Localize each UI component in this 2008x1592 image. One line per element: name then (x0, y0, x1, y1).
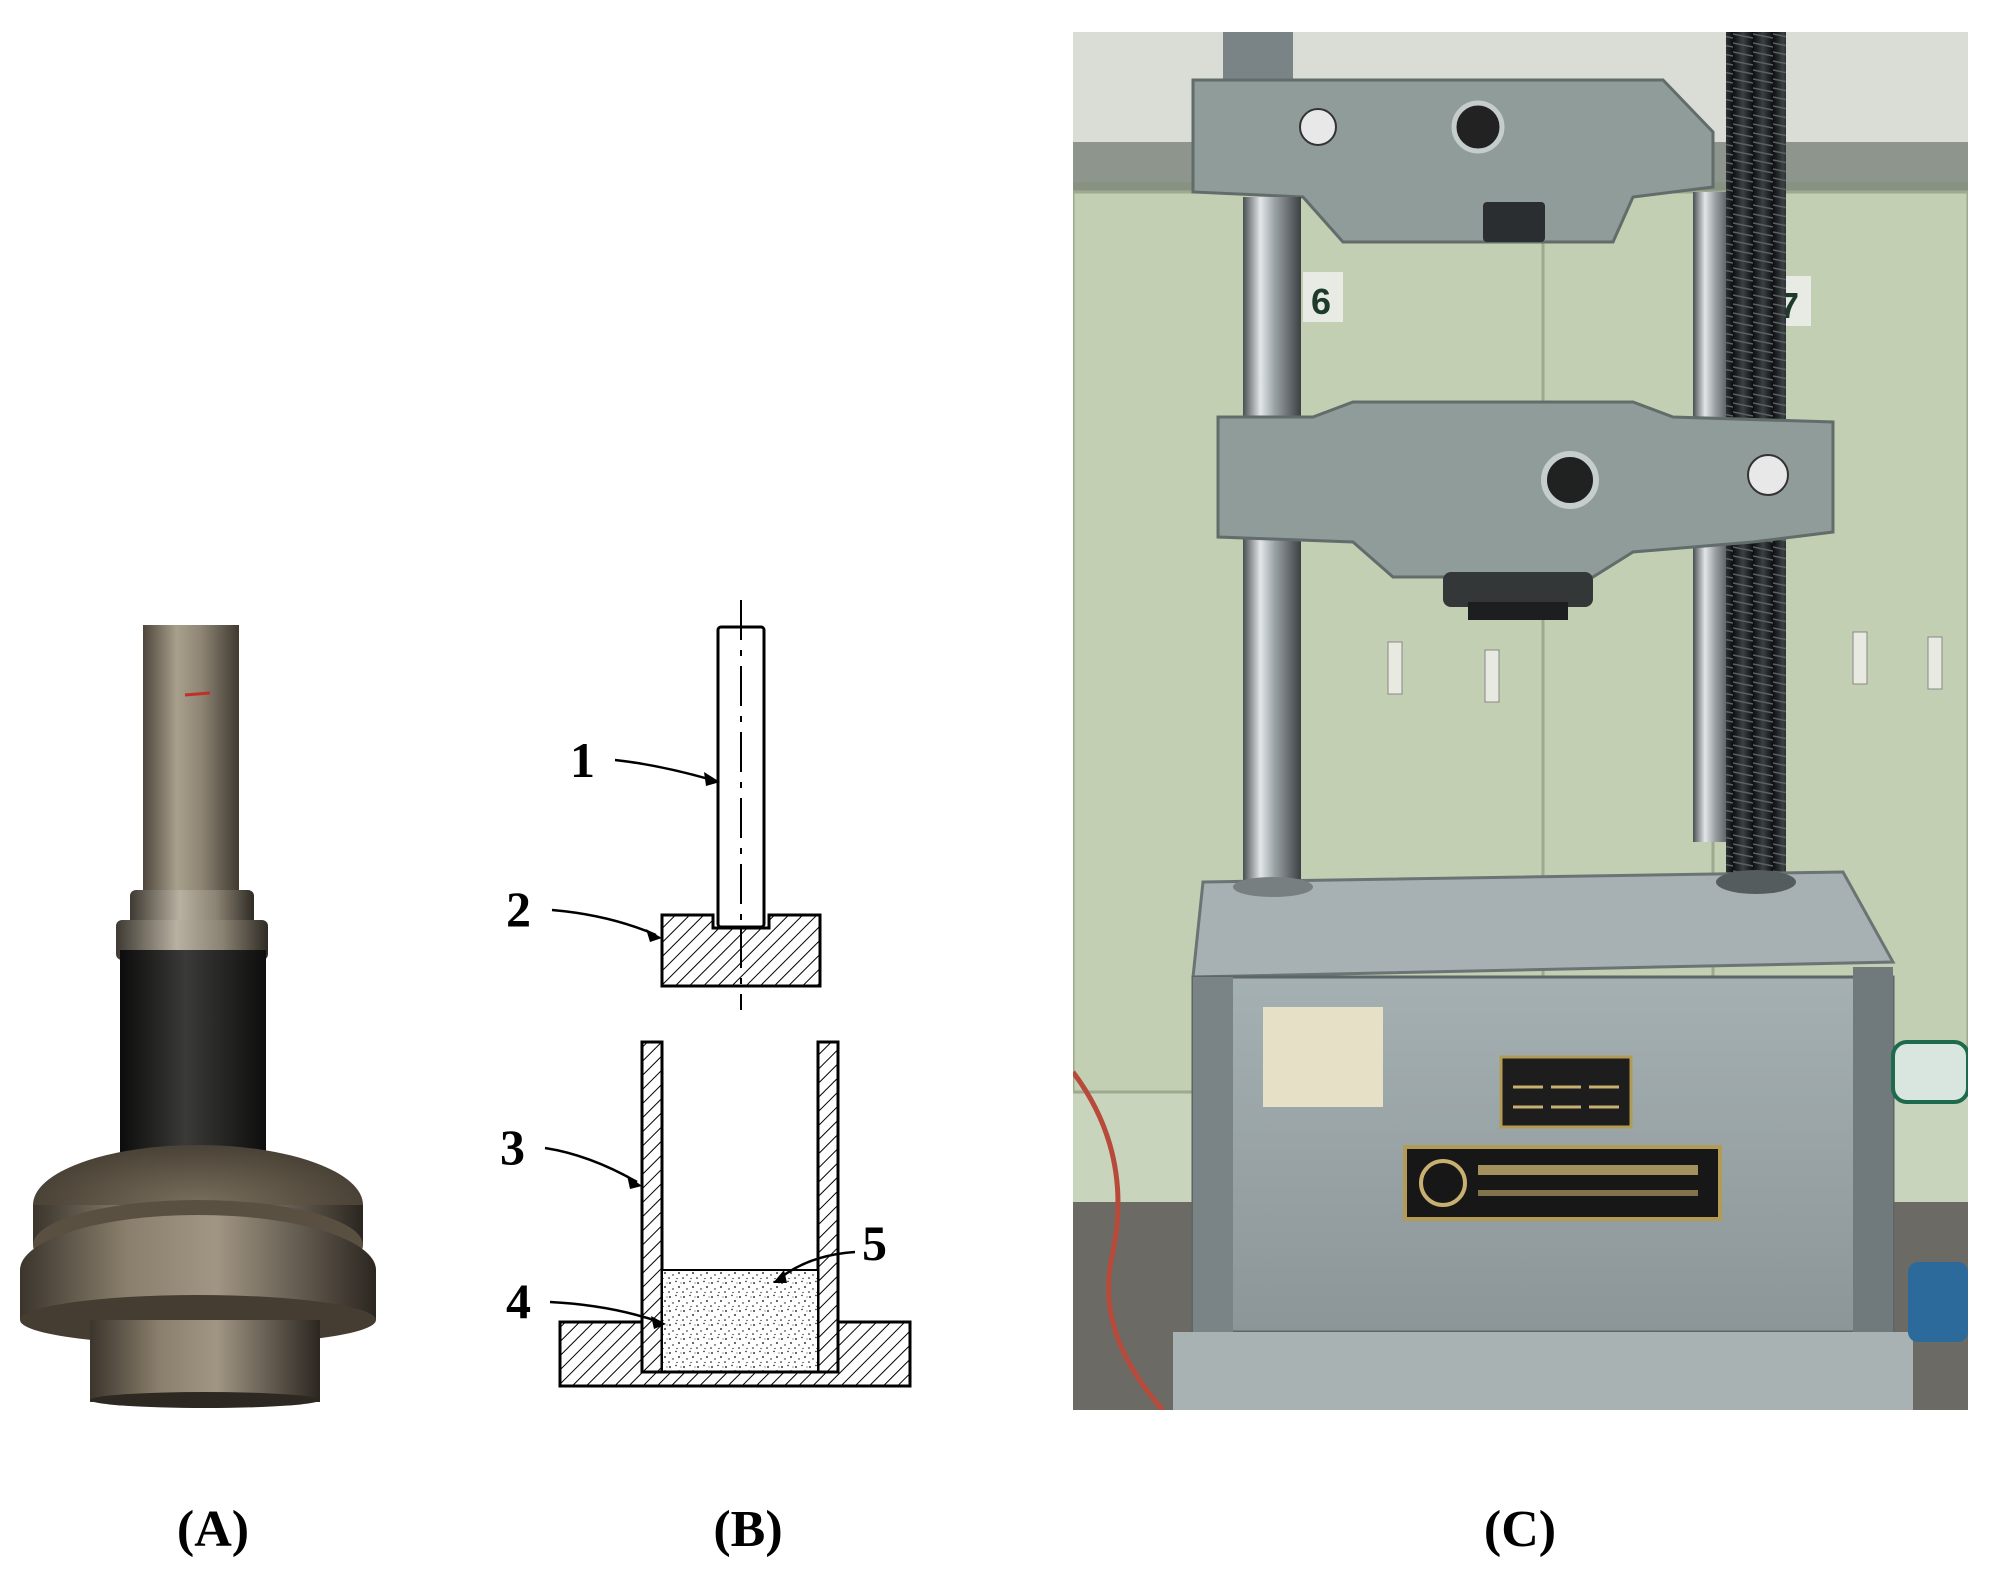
caption-a: (A) (176, 1501, 250, 1558)
red-mark (184, 691, 211, 697)
leader-lines (544, 758, 856, 1324)
black-sleeve (120, 950, 266, 1180)
label-4: 4 (506, 1273, 531, 1329)
punch-rod (143, 625, 239, 925)
middle-crosshead (1216, 400, 1835, 620)
cabinet-handles (1387, 631, 1943, 703)
cabinet-number-6: 6 (1303, 272, 1343, 322)
left-pillar (1243, 197, 1301, 932)
leader-arrowheads (627, 772, 787, 1329)
schematic-b: 1 2 3 4 5 (500, 600, 912, 1388)
cable (1073, 1070, 1165, 1410)
svg-text:6: 6 (1311, 281, 1331, 322)
machine-base (1173, 870, 1913, 1410)
sample-part (661, 1269, 819, 1373)
base-cylinder (90, 1320, 320, 1402)
side-bin (1908, 1262, 1968, 1342)
base-part (558, 1320, 912, 1388)
mould-part (640, 1040, 840, 1374)
plate-part (660, 913, 822, 1000)
label-3: 3 (500, 1119, 525, 1175)
upper-crosshead (1191, 32, 1715, 244)
label-1: 1 (570, 732, 595, 788)
photo-a (20, 625, 376, 1408)
label-2: 2 (506, 881, 531, 937)
caption-c: (C) (1483, 1501, 1557, 1558)
label-5: 5 (862, 1215, 887, 1271)
caption-b: (B) (713, 1501, 783, 1558)
photo-c: 6 7 (1073, 32, 1968, 1410)
